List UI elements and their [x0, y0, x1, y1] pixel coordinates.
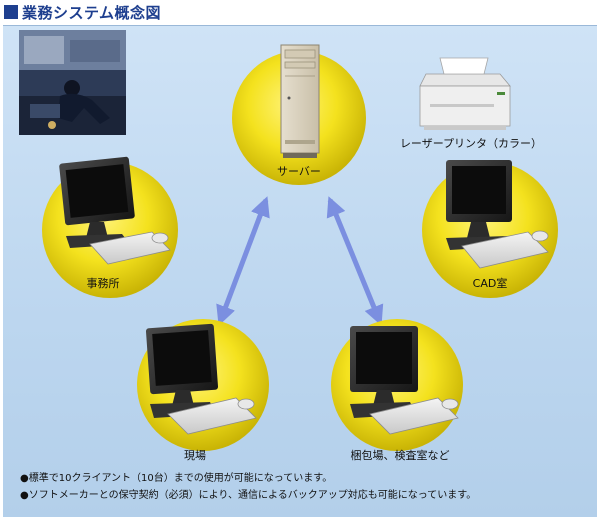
packing-label: 梱包場、検査室など	[351, 448, 450, 462]
site-computer-icon	[145, 323, 257, 435]
page-title: 業務システム概念図	[22, 4, 162, 22]
server-label: サーバー	[277, 165, 321, 178]
printer-icon	[419, 57, 511, 130]
factory-worker-photo	[19, 30, 126, 135]
cad-label: CAD室	[473, 276, 508, 290]
server-node	[232, 44, 366, 185]
note-item: ●ソフトメーカーとの保守契約（必須）により、通信によるバックアップ対応も可能にな…	[20, 490, 477, 501]
printer-label: レーザープリンタ（カラー）	[400, 137, 542, 150]
cad-computer-icon	[446, 160, 549, 269]
site-label: 現場	[184, 449, 206, 462]
office-label: 事務所	[87, 276, 120, 290]
title-square-icon	[4, 5, 18, 19]
office-node	[42, 156, 178, 298]
network-arrows	[216, 196, 384, 326]
note-item: ●標準で10クライアント（10台）までの使用が可能になっています。	[20, 473, 333, 484]
site-node	[137, 319, 269, 451]
packing-node	[331, 319, 463, 451]
server-icon	[280, 44, 320, 158]
office-computer-icon	[59, 156, 171, 265]
title-bar: 業務システム概念図	[0, 0, 600, 24]
notes: ●標準で10クライアント（10台）までの使用が可能になっています。 ●ソフトメー…	[20, 470, 476, 504]
cad-node	[422, 160, 558, 298]
packing-computer-icon	[350, 326, 459, 435]
